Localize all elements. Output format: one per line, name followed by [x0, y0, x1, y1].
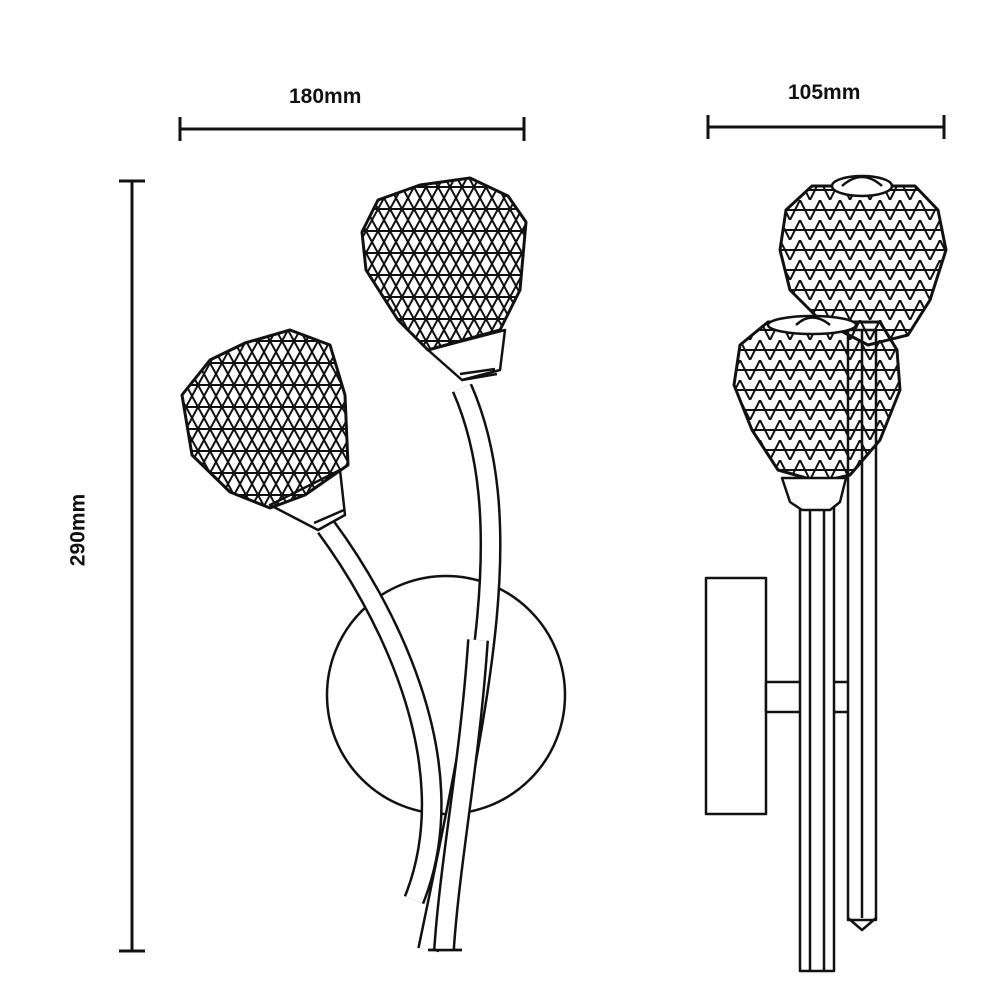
front-shade-side — [732, 320, 902, 484]
rear-shade-side — [778, 184, 948, 347]
height-dimension-line — [119, 179, 145, 953]
wall-plate-front — [325, 574, 567, 816]
upper-shade-front — [360, 176, 528, 352]
side-view — [704, 174, 948, 973]
lower-shade-front — [180, 328, 350, 510]
front-collar-side — [780, 476, 848, 512]
width-dimension-label: 180mm — [289, 85, 362, 108]
height-dimension-label: 290mm — [66, 493, 90, 567]
depth-dimension-line — [706, 115, 946, 139]
depth-dimension-label: 105mm — [788, 81, 861, 104]
width-dimension-line — [178, 117, 526, 141]
front-rod-side — [798, 503, 836, 973]
front-view — [180, 176, 567, 953]
left-stem-front — [317, 520, 443, 905]
right-stem-overlap — [428, 639, 489, 952]
wall-plate-side — [704, 576, 768, 816]
